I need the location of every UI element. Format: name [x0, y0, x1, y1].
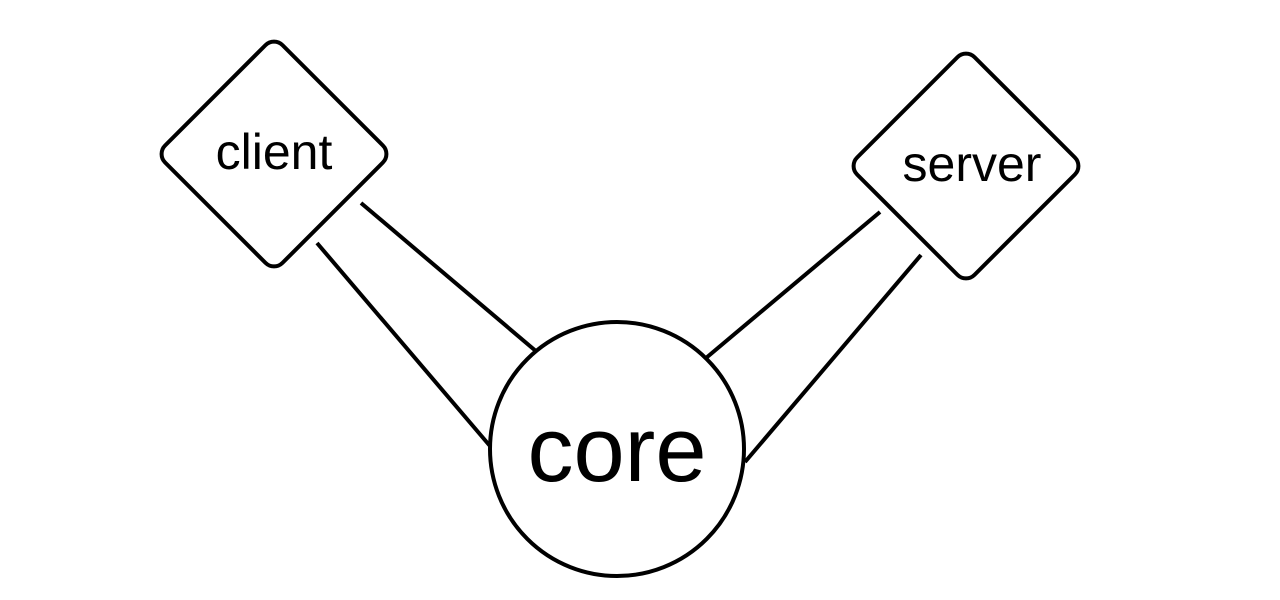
edge-client-core-lower	[315, 241, 492, 448]
client-label: client	[216, 124, 333, 180]
node-core: core	[488, 320, 746, 578]
edge-server-core-lower	[743, 253, 923, 464]
core-label: core	[528, 399, 707, 501]
node-server: server	[851, 51, 1081, 281]
edge-client-core-upper	[359, 201, 539, 354]
edge-client-core	[315, 201, 539, 448]
server-label: server	[903, 136, 1042, 192]
server-diamond-shape	[851, 51, 1081, 281]
edge-server-core	[704, 210, 923, 464]
client-diamond-shape	[159, 39, 389, 269]
core-circle-shape	[488, 320, 746, 578]
edge-server-core-upper	[704, 210, 882, 360]
node-client: client	[159, 39, 389, 269]
